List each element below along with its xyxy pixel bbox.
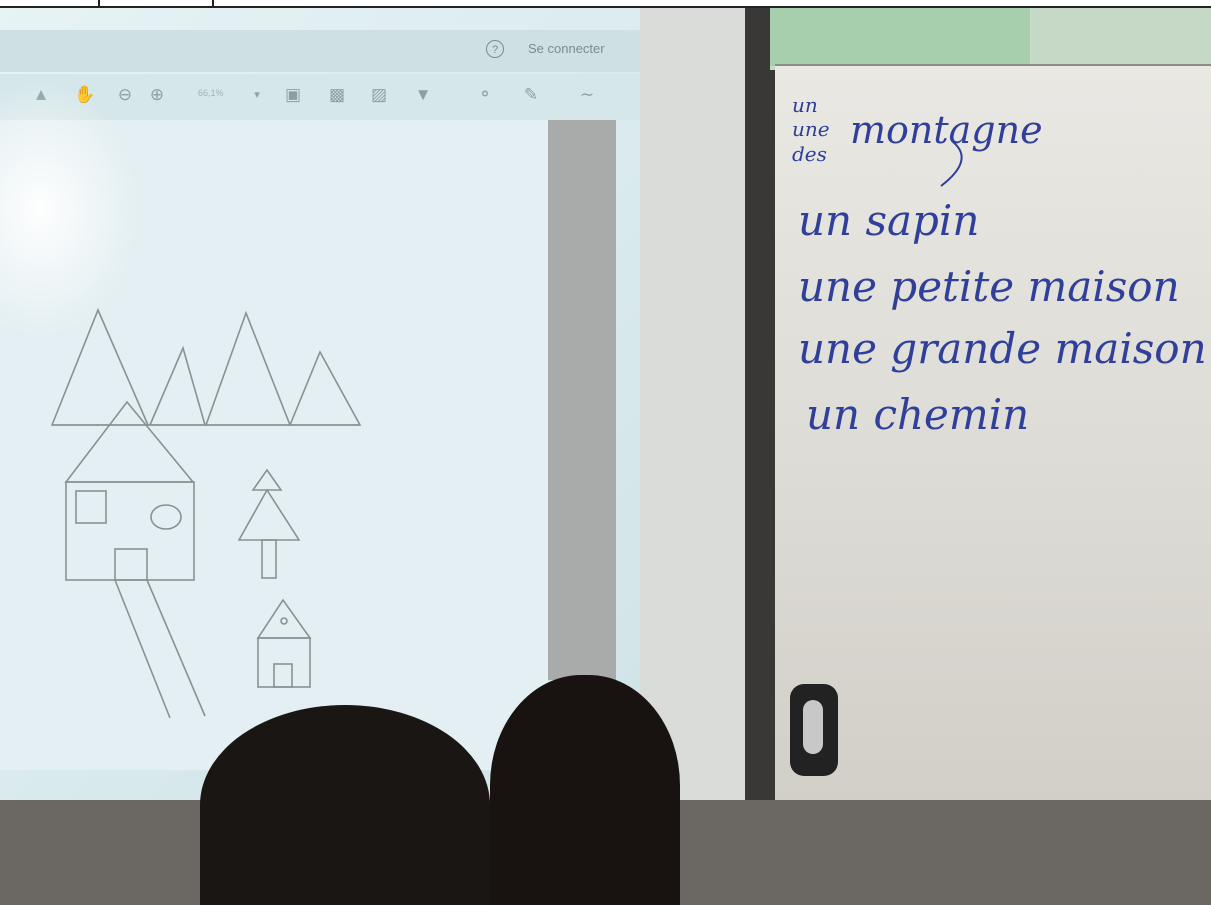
small-house-window [280, 617, 288, 625]
mountain [204, 310, 292, 426]
whiteboard [775, 66, 1211, 800]
strip-divider [98, 0, 100, 8]
house-window [75, 490, 107, 524]
small-house-wall [257, 637, 311, 688]
student-head [490, 675, 680, 905]
house-roof [64, 400, 195, 483]
path-line [114, 579, 171, 719]
line-une-petite-maison: une petite maison [798, 262, 1180, 311]
path-line [146, 579, 206, 717]
line-un-chemin: un chemin [806, 390, 1030, 439]
fit-page-icon[interactable]: ▣ [284, 85, 302, 104]
house-round-window [150, 504, 182, 530]
login-link[interactable]: Se connecter [528, 41, 605, 56]
fullscreen-icon[interactable]: ▨ [370, 85, 388, 104]
small-house-roof [256, 598, 312, 639]
tree-trunk [261, 539, 277, 579]
page-icon[interactable]: ▩ [328, 85, 346, 104]
light-glare [0, 80, 140, 340]
wall-panel [770, 8, 1030, 66]
article-un: un [792, 93, 818, 117]
magnet-highlight [803, 700, 823, 754]
top-strip [0, 0, 1211, 8]
viewer-header [0, 30, 640, 72]
help-circle-icon[interactable]: ? [486, 40, 504, 58]
comment-icon[interactable]: ⚬ [477, 85, 493, 104]
article-une: une [792, 117, 830, 141]
scroll-gutter[interactable] [548, 120, 616, 680]
mountain [148, 345, 207, 426]
bracket-stroke [940, 141, 963, 187]
line-un-sapin: un sapin [798, 196, 980, 245]
screen-frame [640, 8, 745, 800]
house-wall [65, 481, 195, 581]
chevron-down-icon[interactable]: ▾ [254, 89, 260, 101]
stamp-icon[interactable]: ▼ [414, 85, 432, 104]
drawing [50, 307, 362, 719]
pen-icon[interactable]: ✎ [523, 85, 539, 104]
zoom-select[interactable]: 66,1% [198, 88, 224, 98]
tree-body [237, 488, 301, 541]
mountain [288, 350, 362, 426]
strip-divider [212, 0, 214, 8]
board-rail [745, 8, 775, 800]
mountain [50, 307, 150, 426]
word-montagne: montagne [850, 108, 1043, 152]
article-des: des [792, 142, 827, 166]
line-une-grande-maison: une grande maison [798, 324, 1207, 373]
small-house-door [273, 663, 293, 688]
zoom-in-icon[interactable]: ⊕ [149, 85, 165, 104]
more-icon[interactable]: ∼ [579, 85, 595, 104]
house-door [114, 548, 148, 581]
tree-top [251, 468, 283, 491]
student-head [200, 705, 490, 905]
